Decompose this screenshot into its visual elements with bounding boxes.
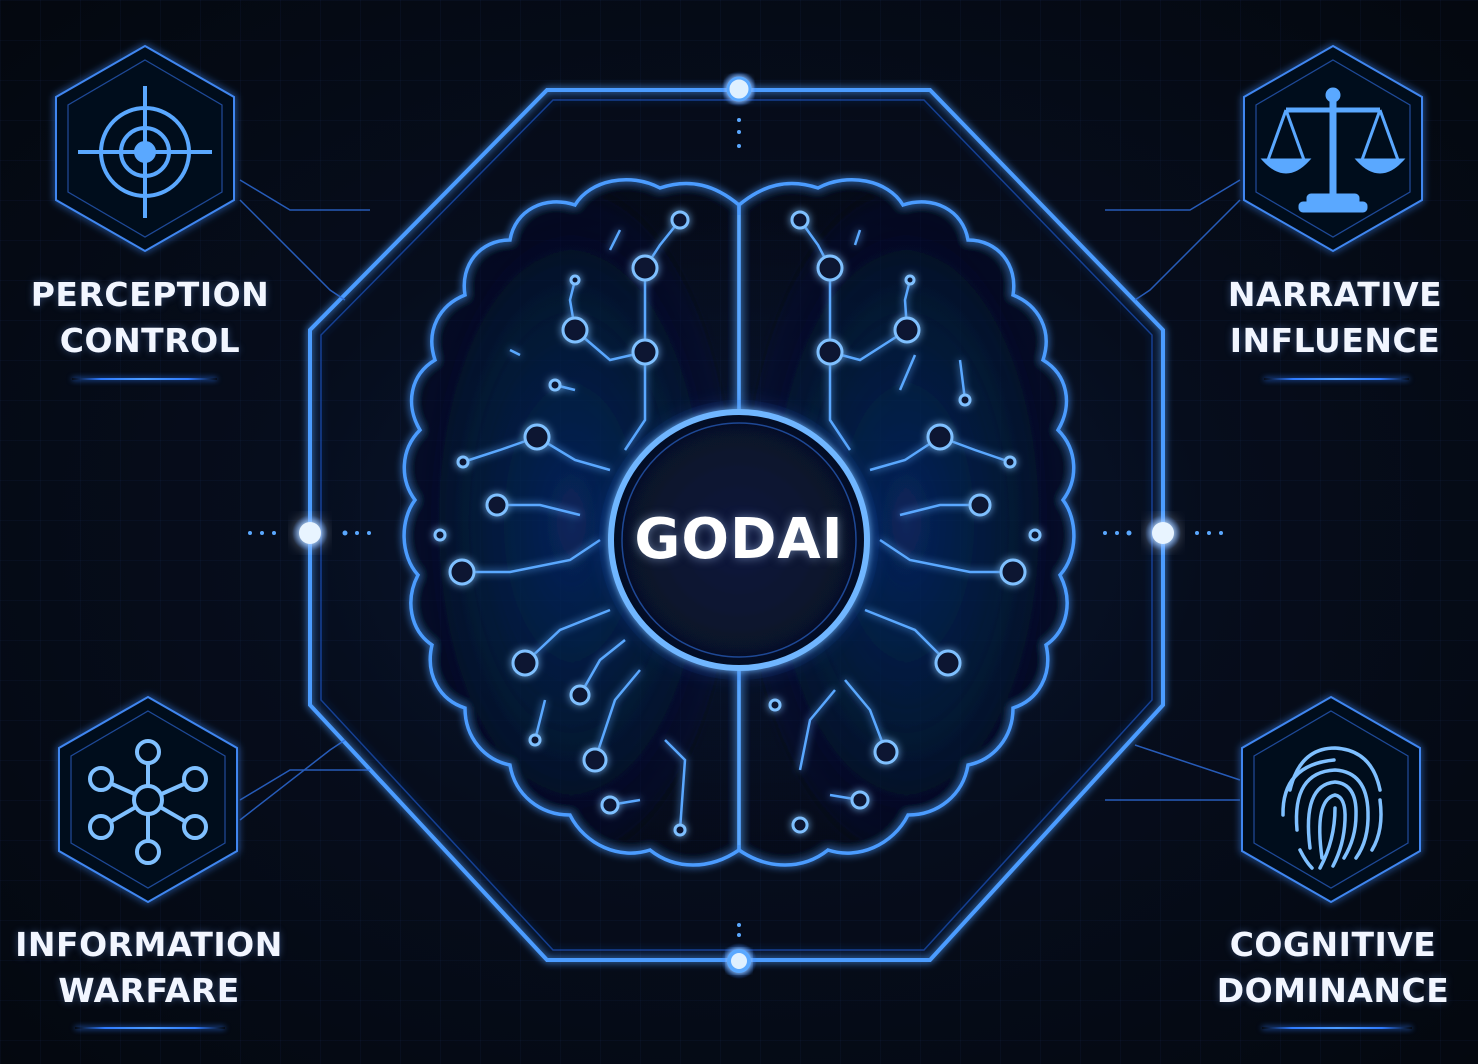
octagon-frame (308, 88, 1165, 962)
hex-perception-control (55, 44, 235, 253)
network-icon (88, 739, 208, 865)
label-perception-control: PERCEPTION CONTROL (30, 272, 270, 364)
label-underline (72, 378, 217, 380)
target-icon (78, 86, 212, 218)
label-line: DOMINANCE (1216, 971, 1450, 1010)
label-underline (1262, 1027, 1412, 1029)
brain-nodes-right (768, 210, 1042, 834)
label-line: WARFARE (58, 971, 240, 1010)
label-narrative-influence: NARRATIVE INFLUENCE (1215, 272, 1455, 364)
label-line: CONTROL (59, 321, 241, 360)
fingerprint-icon (1281, 746, 1383, 870)
label-underline (1264, 378, 1409, 380)
scales-icon (1260, 87, 1406, 213)
label-line: NARRATIVE (1227, 275, 1443, 314)
label-line: INFORMATION (15, 925, 283, 964)
corner-connectors (239, 179, 1241, 821)
hex-cognitive-dominance (1241, 695, 1421, 904)
hex-narrative-influence (1243, 44, 1423, 253)
label-information-warfare: INFORMATION WARFARE (15, 922, 283, 1014)
label-underline (75, 1027, 225, 1029)
label-line: COGNITIVE (1229, 925, 1437, 964)
core-ring (599, 400, 879, 680)
brain-nodes-left (433, 210, 690, 837)
center-title: GODAI (634, 507, 844, 572)
label-cognitive-dominance: COGNITIVE DOMINANCE (1210, 922, 1456, 1014)
label-line: PERCEPTION (30, 275, 270, 314)
frame-nodes (248, 71, 1223, 979)
label-line: INFLUENCE (1229, 321, 1441, 360)
hex-information-warfare (58, 695, 238, 904)
